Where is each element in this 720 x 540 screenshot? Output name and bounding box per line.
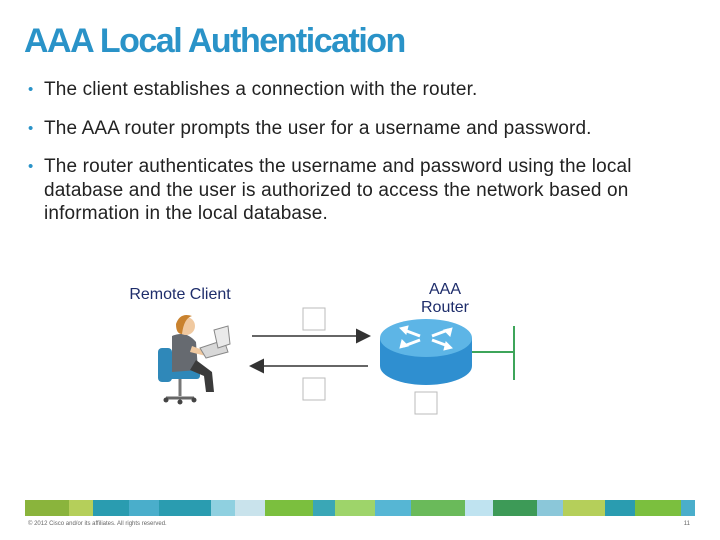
bullet-dot-icon: •: [28, 158, 34, 175]
router-icon: [380, 319, 472, 385]
bullet-list: • The client establishes a connection wi…: [28, 78, 708, 241]
remote-client-person-icon: [158, 315, 231, 405]
step-2-box: [302, 377, 326, 401]
slide-title: AAA Local Authentication: [24, 22, 406, 60]
remote-client-label: Remote Client: [129, 286, 231, 303]
bullet-item: • The router authenticates the username …: [28, 155, 708, 226]
bullet-text: The AAA router prompts the user for a us…: [44, 117, 592, 139]
bullet-item: • The AAA router prompts the user for a …: [28, 117, 708, 141]
router-label-line2: Router: [420, 299, 470, 316]
bullet-text: The router authenticates the username an…: [44, 156, 632, 224]
bullet-item: • The client establishes a connection wi…: [28, 78, 708, 102]
step-1-box: [302, 307, 326, 331]
bullet-text: The client establishes a connection with…: [44, 79, 478, 100]
copyright-text: © 2012 Cisco and/or its affiliates. All …: [28, 521, 167, 527]
step-3-box: [414, 391, 438, 415]
bullet-dot-icon: •: [28, 81, 34, 98]
router-label-line1: AAA: [428, 281, 461, 298]
bullet-dot-icon: •: [28, 119, 34, 137]
page-number: 11: [683, 521, 690, 527]
